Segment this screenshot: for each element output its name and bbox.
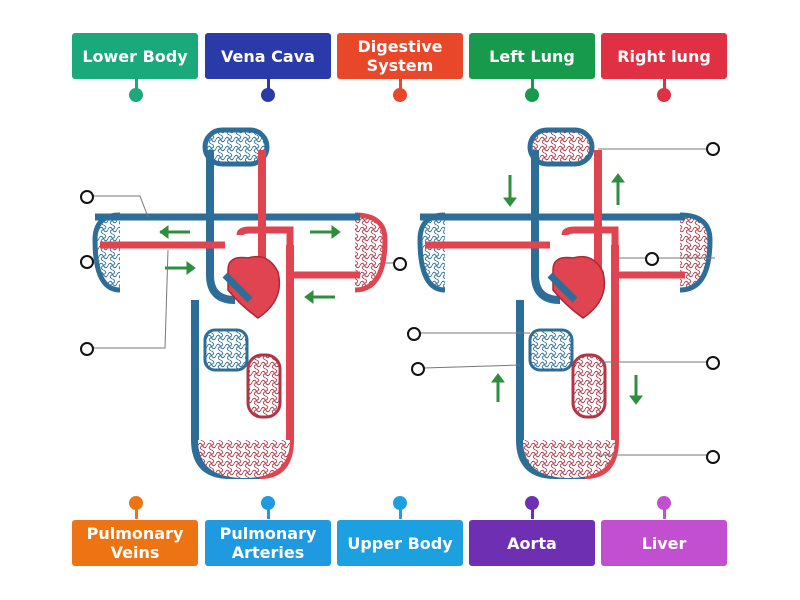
tile-pin	[393, 88, 407, 102]
label-tile-pulmonary-arteries[interactable]: Pulmonary Arteries	[205, 520, 331, 566]
label-tile-aorta[interactable]: Aorta	[469, 520, 595, 566]
tile-pin	[657, 496, 671, 510]
head-capillaries-2	[527, 127, 595, 167]
drop-target-6[interactable]	[645, 252, 659, 266]
tile-pin	[129, 496, 143, 510]
left-lung-capillaries	[92, 212, 121, 293]
tile-pin	[525, 88, 539, 102]
tile-stem	[399, 509, 402, 519]
label-tile-left-lung[interactable]: Left Lung	[469, 33, 595, 79]
tile-stem	[531, 79, 534, 89]
tile-stem	[267, 509, 270, 519]
label-tile-pulmonary-veins[interactable]: Pulmonary Veins	[72, 520, 198, 566]
label-tile-right-lung[interactable]: Right lung	[601, 33, 727, 79]
heart	[227, 255, 281, 319]
label-tile-upper-body[interactable]: Upper Body	[337, 520, 463, 566]
tile-stem	[663, 509, 666, 519]
label-tile-lower-body[interactable]: Lower Body	[72, 33, 198, 79]
tile-pin	[129, 88, 143, 102]
drop-target-1[interactable]	[80, 190, 94, 204]
tile-pin	[525, 496, 539, 510]
drop-target-8[interactable]	[411, 362, 425, 376]
drop-target-2[interactable]	[80, 255, 94, 269]
right-circulation	[417, 127, 715, 479]
drop-target-10[interactable]	[706, 450, 720, 464]
tile-stem	[267, 79, 270, 89]
tile-pin	[393, 496, 407, 510]
drop-target-3[interactable]	[80, 342, 94, 356]
label-tile-liver[interactable]: Liver	[601, 520, 727, 566]
tile-pin	[261, 496, 275, 510]
label-tile-digestive-system[interactable]: Digestive System	[337, 33, 463, 79]
tile-pin	[261, 88, 275, 102]
drop-target-4[interactable]	[393, 257, 407, 271]
tile-stem	[399, 79, 402, 89]
heart-2	[552, 255, 606, 319]
drop-target-9[interactable]	[706, 356, 720, 370]
head-capillaries	[202, 127, 270, 167]
right-lung-capillaries	[354, 212, 388, 293]
tile-stem	[135, 509, 138, 519]
tile-pin	[657, 88, 671, 102]
drop-target-7[interactable]	[407, 327, 421, 341]
digestive-capillaries	[203, 328, 249, 372]
lower-body-capillaries	[198, 440, 290, 478]
left-circulation	[92, 127, 393, 479]
tile-stem	[663, 79, 666, 89]
tile-stem	[135, 79, 138, 89]
drop-target-5[interactable]	[706, 142, 720, 156]
tile-stem	[531, 509, 534, 519]
label-tile-vena-cava[interactable]: Vena Cava	[205, 33, 331, 79]
liver-capillaries	[246, 353, 282, 419]
